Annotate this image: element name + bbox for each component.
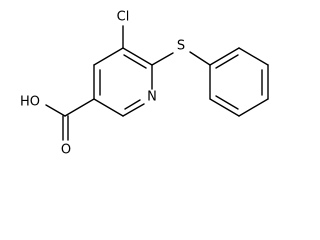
bond-ph2-ph3	[238, 47, 269, 66]
bond-c6-n	[122, 103, 145, 117]
pyridine-ring	[93, 47, 153, 117]
bond-ph5-ph6	[209, 98, 240, 117]
nitrogen-label: N	[147, 90, 157, 105]
bond-c3-c4	[93, 47, 124, 66]
bond-c-oh	[45, 104, 66, 117]
bond-ph4-ph5	[238, 98, 269, 117]
carboxylic-acid-group	[45, 98, 95, 141]
bond-c5-c6	[93, 98, 124, 117]
chlorine-label: Cl	[117, 10, 130, 25]
bond-c2-c3-inner	[123, 54, 147, 69]
bond-c5-cooh	[64, 98, 95, 117]
bond-c2-s	[151, 52, 174, 66]
bond-ph5-ph6-inner	[215, 95, 239, 110]
chemical-structure-diagram: Cl S N HO O	[20, 10, 269, 158]
bond-s-ph	[189, 51, 211, 66]
bond-ph1-ph2-inner	[215, 54, 239, 69]
hydroxyl-label: HO	[20, 95, 40, 110]
phenyl-ring	[209, 47, 269, 117]
bond-c6-n-inner	[124, 99, 141, 110]
carbonyl-oxygen-label: O	[61, 143, 71, 158]
bond-c2-c3	[122, 47, 153, 66]
sulfur-label: S	[177, 39, 185, 54]
bond-ph1-ph2	[209, 47, 240, 66]
